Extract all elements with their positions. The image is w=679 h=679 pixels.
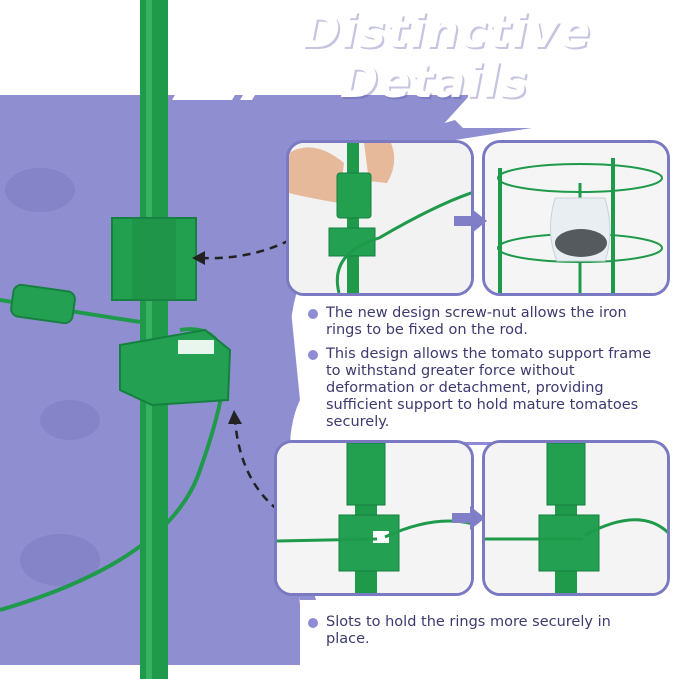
arrow-right-icon	[454, 209, 487, 233]
nut-closeup	[346, 443, 386, 506]
page-title-line1: Distinctive	[302, 4, 592, 58]
bullet-dot-icon	[308, 309, 318, 319]
arrow-right-icon	[452, 506, 485, 530]
arrowhead-upper	[192, 251, 205, 265]
page-title-line2: Details	[340, 54, 529, 108]
feature-list-bottom: Slots to hold the rings more securely in…	[308, 614, 653, 655]
top-white-band	[0, 0, 679, 128]
feature-item: This design allows the tomato support fr…	[308, 346, 653, 431]
clip-slot	[178, 340, 214, 354]
ring-connector-tube	[10, 283, 76, 325]
detail-panel-slot-filled	[482, 440, 670, 596]
top-accent-stripe-1	[172, 70, 250, 100]
dashed-pointer-arrow-icon	[199, 238, 291, 260]
detail-panel-slot-empty	[274, 440, 474, 596]
stones	[555, 229, 607, 257]
detail-panel-screw-nut	[286, 140, 474, 296]
nut-closeup	[546, 443, 586, 506]
bullet-dot-icon	[308, 350, 318, 360]
finger-shape	[364, 143, 395, 183]
nut-closeup	[336, 172, 372, 219]
slot-block	[538, 514, 600, 572]
feature-item: Slots to hold the rings more securely in…	[308, 614, 653, 648]
bottom-white-strip	[0, 665, 679, 679]
bullet-dot-icon	[308, 618, 318, 628]
feature-text: Slots to hold the rings more securely in…	[326, 614, 611, 647]
feature-list-top: The new design screw-nut allows the iron…	[308, 305, 653, 438]
feature-text: The new design screw-nut allows the iron…	[326, 305, 627, 338]
faint-leaves-decoration	[5, 168, 100, 586]
thumb-shape	[289, 147, 344, 203]
feature-text: This design allows the tomato support fr…	[326, 346, 652, 430]
arrowhead-lower	[228, 410, 242, 424]
detail-panel-cage	[482, 140, 670, 296]
top-accent-stripe-2	[240, 70, 270, 100]
feature-item: The new design screw-nut allows the iron…	[308, 305, 653, 339]
slot-block	[338, 514, 400, 572]
dashed-pointer-arrow-lower	[233, 419, 279, 511]
screw-nut-groove	[132, 218, 176, 300]
section-divider	[325, 442, 630, 445]
